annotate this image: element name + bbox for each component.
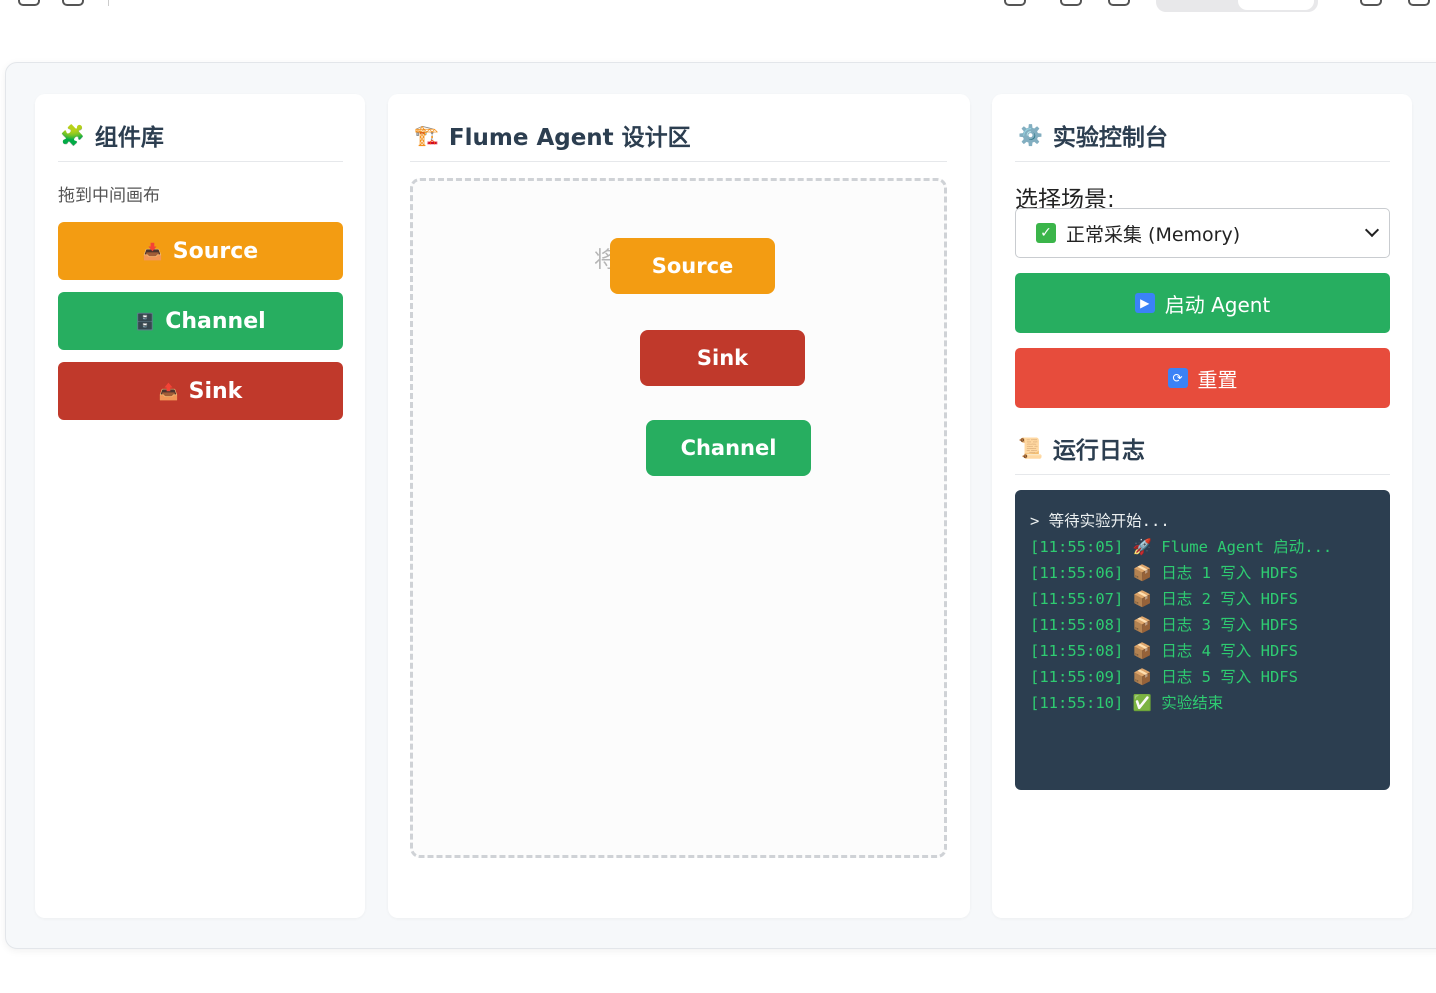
- construction-crane-icon: 🏗️: [414, 123, 439, 147]
- play-icon: ▶: [1134, 293, 1155, 313]
- library-item-label: Sink: [188, 378, 243, 404]
- log-line: [11:55:09] 📦 日志 5 写入 HDFS: [1030, 668, 1298, 686]
- log-line: [11:55:06] 📦 日志 1 写入 HDFS: [1030, 564, 1298, 582]
- outbox-tray-icon: 📤: [158, 381, 179, 401]
- more-icon[interactable]: [1408, 0, 1430, 6]
- library-item-sink[interactable]: 📤 Sink: [58, 362, 343, 420]
- library-item-label: Source: [172, 238, 259, 264]
- component-library-panel: [35, 94, 365, 918]
- reset-label: 重置: [1197, 367, 1238, 392]
- node-label: Channel: [680, 436, 777, 460]
- designer-title-text: Flume Agent 设计区: [448, 125, 691, 151]
- console-title: ⚙️ 实验控制台: [1018, 118, 1168, 152]
- favorites-icon[interactable]: [1108, 0, 1130, 6]
- refresh-icon: ⟳: [1167, 368, 1188, 388]
- view-toggle-active[interactable]: [1238, 0, 1314, 10]
- browser-toolbar: [0, 0, 1436, 14]
- sidebar-toggle-icon[interactable]: [18, 0, 40, 6]
- library-item-channel[interactable]: 🗄️ Channel: [58, 292, 343, 350]
- designer-title: 🏗️ Flume Agent 设计区: [414, 118, 691, 152]
- gear-icon: ⚙️: [1018, 123, 1043, 147]
- log-line: [11:55:08] 📦 日志 3 写入 HDFS: [1030, 616, 1298, 634]
- node-label: Sink: [696, 346, 749, 370]
- log-line: [11:55:08] 📦 日志 4 写入 HDFS: [1030, 642, 1298, 660]
- log-line: [11:55:10] ✅ 实验结束: [1030, 694, 1224, 712]
- log-line: [11:55:07] 📦 日志 2 写入 HDFS: [1030, 590, 1298, 608]
- start-agent-label: 启动 Agent: [1164, 292, 1271, 317]
- scene-select[interactable]: ✓ 正常采集 (Memory): [1015, 208, 1390, 258]
- start-agent-button[interactable]: ▶ 启动 Agent: [1015, 273, 1390, 333]
- library-divider: [58, 161, 343, 162]
- tab-icon[interactable]: [62, 0, 84, 6]
- console-divider: [1015, 161, 1390, 162]
- library-item-label: Channel: [165, 308, 266, 334]
- canvas-node-source[interactable]: Source: [610, 238, 775, 294]
- library-item-source[interactable]: 📥 Source: [58, 222, 343, 280]
- library-hint: 拖到中间画布: [58, 186, 160, 206]
- log-title-text: 运行日志: [1052, 438, 1145, 464]
- scene-selected-value: 正常采集 (Memory): [1066, 223, 1241, 246]
- extension-icon[interactable]: [1004, 0, 1026, 6]
- log-line: [11:55:05] 🚀 Flume Agent 启动...: [1030, 538, 1333, 556]
- check-mark-icon: ✓: [1036, 223, 1056, 243]
- file-cabinet-icon: 🗄️: [135, 311, 156, 331]
- reset-button[interactable]: ⟳ 重置: [1015, 348, 1390, 408]
- toolbar-divider: [108, 0, 109, 6]
- library-title-text: 组件库: [94, 125, 164, 151]
- share-icon[interactable]: [1360, 0, 1382, 6]
- log-line: > 等待实验开始...: [1030, 512, 1170, 530]
- log-title: 📜 运行日志: [1018, 431, 1145, 465]
- console-title-text: 实验控制台: [1052, 125, 1168, 151]
- chevron-down-icon: [1364, 222, 1380, 238]
- designer-divider: [410, 161, 947, 162]
- library-title: 🧩 组件库: [60, 118, 164, 152]
- canvas-node-channel[interactable]: Channel: [646, 420, 811, 476]
- inbox-tray-icon: 📥: [142, 241, 163, 261]
- node-label: Source: [651, 254, 734, 278]
- profile-icon[interactable]: [1060, 0, 1082, 6]
- run-log: > 等待实验开始... [11:55:05] 🚀 Flume Agent 启动.…: [1015, 490, 1390, 790]
- log-divider: [1015, 474, 1390, 475]
- scroll-icon: 📜: [1018, 436, 1043, 460]
- puzzle-icon: 🧩: [60, 123, 85, 147]
- canvas-node-sink[interactable]: Sink: [640, 330, 805, 386]
